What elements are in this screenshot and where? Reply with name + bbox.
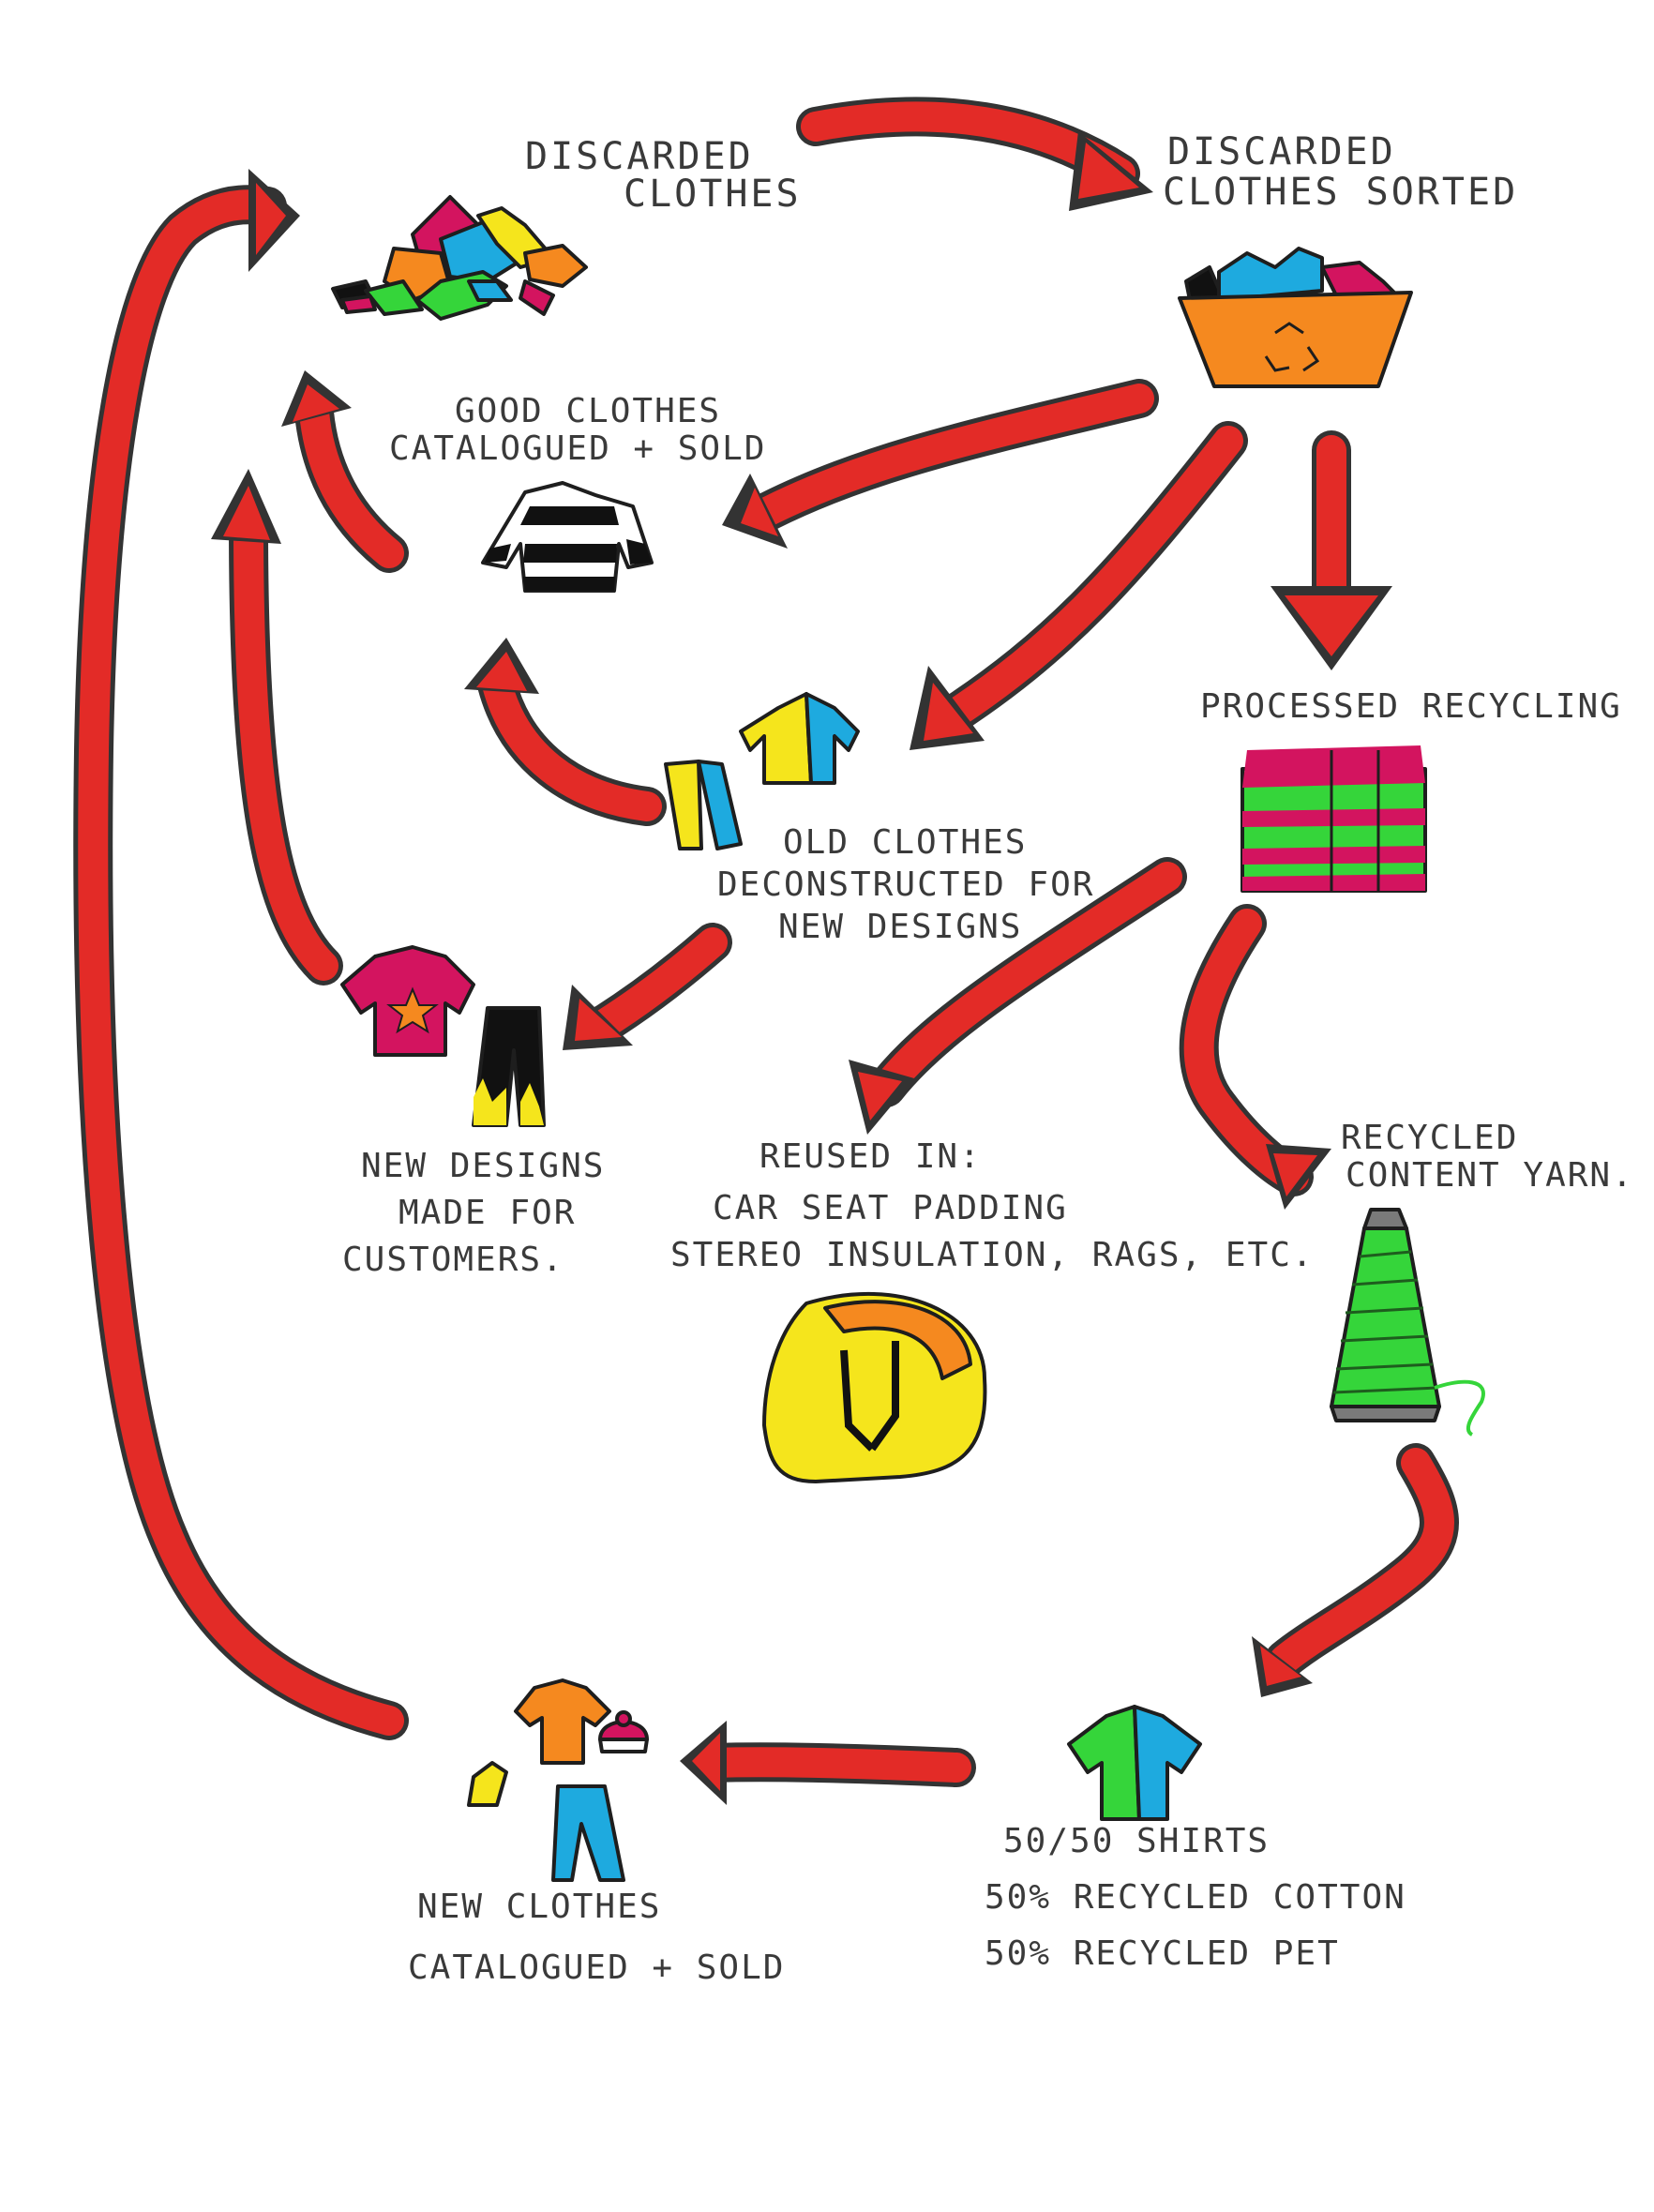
label-new-clothes: NEW CLOTHES CATALOGUED + SOLD (408, 1888, 785, 1987)
label-good-clothes: GOOD CLOTHES CATALOGUED + SOLD (389, 392, 766, 468)
sorting-bin-icon (1178, 247, 1413, 388)
label-shirts: 50/50 SHIRTS 50% RECYCLED COTTON 50% REC… (985, 1822, 1429, 1973)
flame-pants-icon (472, 1006, 546, 1127)
car-seat-icon (762, 1291, 987, 1483)
label-new-designs: NEW DESIGNS MADE FOR CUSTOMERS. (342, 1147, 627, 1279)
arrow-newclothes-to-discarded (73, 169, 409, 1740)
label-processed-recycling: PROCESSED RECYCLING (1200, 687, 1622, 726)
flow-arrows (73, 97, 1459, 1805)
label-recycled-yarn: RECYCLED CONTENT YARN. (1341, 1119, 1634, 1195)
folded-fabric-stack-icon (1240, 745, 1427, 893)
discarded-clothes-pile-icon (331, 195, 588, 321)
yarn-cone-icon (1330, 1208, 1485, 1437)
arrow-good-to-discarded (281, 370, 409, 573)
arrow-discarded-to-sorted (796, 97, 1153, 211)
arrow-yarn-to-shirts (1252, 1443, 1459, 1697)
label-discarded-sorted: DISCARDED CLOTHES SORTED (1163, 130, 1518, 214)
split-shirt-icon (1067, 1705, 1202, 1821)
arrow-old-to-good (464, 638, 667, 826)
label-old-clothes: OLD CLOTHES DECONSTRUCTED FOR NEW DESIGN… (717, 823, 1117, 946)
star-tshirt-icon (340, 945, 475, 1057)
arrow-newdesigns-to-discarded (211, 469, 343, 986)
arrow-sorted-to-old (910, 421, 1248, 750)
label-discarded-clothes: DISCARDED CLOTHES (525, 135, 802, 216)
arrow-processed-to-reused (849, 857, 1187, 1135)
arrow-processed-to-yarn (1179, 904, 1331, 1210)
striped-sweater-icon (481, 481, 654, 593)
arrow-old-to-newdesigns (563, 923, 732, 1050)
label-reused-in: REUSED IN: CAR SEAT PADDING STEREO INSUL… (670, 1137, 1315, 1274)
arrow-sorted-to-good (722, 379, 1159, 549)
arrow-sorted-to-processed (1271, 430, 1392, 670)
arrow-shirts-to-newclothes (680, 1721, 976, 1805)
split-clothes-icon (664, 692, 860, 850)
new-clothes-set-icon (467, 1678, 649, 1882)
node-labels: DISCARDED CLOTHES DISCARDED CLOTHES SORT… (342, 130, 1634, 1987)
